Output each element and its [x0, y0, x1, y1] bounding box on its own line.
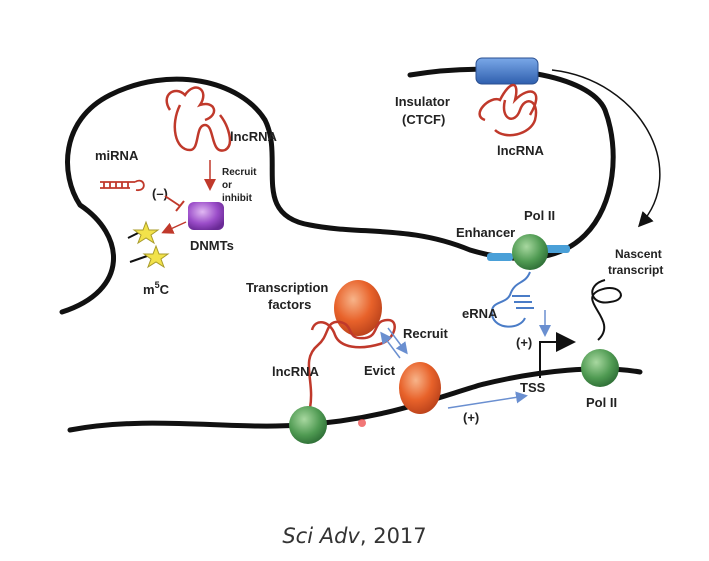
ctcf-label: (CTCF) — [402, 112, 445, 127]
plus-erna-label: (+) — [516, 335, 532, 350]
nascent-transcript-icon — [591, 279, 622, 341]
plus-tss-label: (+) — [463, 410, 479, 425]
minus-label: (–) — [152, 186, 168, 201]
mirna-inhibit-bar — [175, 200, 185, 212]
dnmts-icon — [188, 202, 224, 230]
nascent-label-2: transcript — [608, 263, 663, 277]
citation-year: , 2017 — [359, 524, 427, 548]
tss-arrow-icon — [539, 332, 576, 378]
lncrna-top-left-icon — [165, 86, 232, 152]
pointer-dot — [358, 419, 366, 427]
insulator-label: Insulator — [395, 94, 450, 109]
tf-label-2: factors — [268, 297, 311, 312]
pol2-tss-icon — [581, 349, 619, 387]
pol2-enhancer-icon — [512, 234, 548, 270]
m5c-star-icon — [142, 244, 170, 269]
tss-label: TSS — [520, 380, 546, 395]
dnmts-label: DNMTs — [190, 238, 234, 253]
lncrna-insulator-label: lncRNA — [497, 143, 545, 158]
lncrna-insulator-icon — [478, 83, 538, 137]
enhancer-label: Enhancer — [456, 225, 515, 240]
mirna-icon — [100, 179, 145, 191]
recruit-label-main: Recruit — [403, 326, 448, 341]
journal-name: Sci Adv — [282, 524, 360, 548]
lncrna-tf-icon — [307, 318, 396, 409]
m5c-star-icon — [132, 220, 160, 245]
enhancer-segment — [487, 253, 513, 261]
erna-label: eRNA — [462, 306, 498, 321]
evict-arrow — [380, 331, 401, 359]
enhancer-segment — [544, 245, 570, 253]
pol2-enhancer-label: Pol II — [524, 208, 555, 223]
erna-icon — [490, 271, 534, 328]
loop-arrow — [551, 69, 661, 228]
tf-on-dna-icon — [399, 362, 441, 414]
or-label: or — [222, 180, 232, 191]
lncrna-top-left-label: lncRNA — [230, 129, 278, 144]
recruit-label: Recruit — [222, 167, 257, 178]
dna-strand — [67, 366, 643, 433]
dnmts-arrow — [161, 221, 187, 234]
tss-direction-arrow — [447, 391, 528, 409]
citation-caption: Sci Adv, 2017 — [0, 524, 709, 548]
lncrna-bottom-label: lncRNA — [272, 364, 320, 379]
mirna-inhibit-line — [164, 195, 181, 207]
insulator-ctcf-icon — [475, 57, 539, 85]
m5c-label: m5C — [143, 280, 170, 297]
inhibit-label: inhibit — [222, 193, 253, 204]
transcription-factor-icon — [334, 280, 382, 336]
pol2-tss-label: Pol II — [586, 395, 617, 410]
nascent-label-1: Nascent — [615, 247, 662, 261]
dna-loop — [59, 66, 616, 315]
evict-label: Evict — [364, 363, 396, 378]
tf-label-1: Transcription — [246, 280, 328, 295]
pol2-bottom-icon — [289, 406, 327, 444]
mirna-label: miRNA — [95, 148, 139, 163]
